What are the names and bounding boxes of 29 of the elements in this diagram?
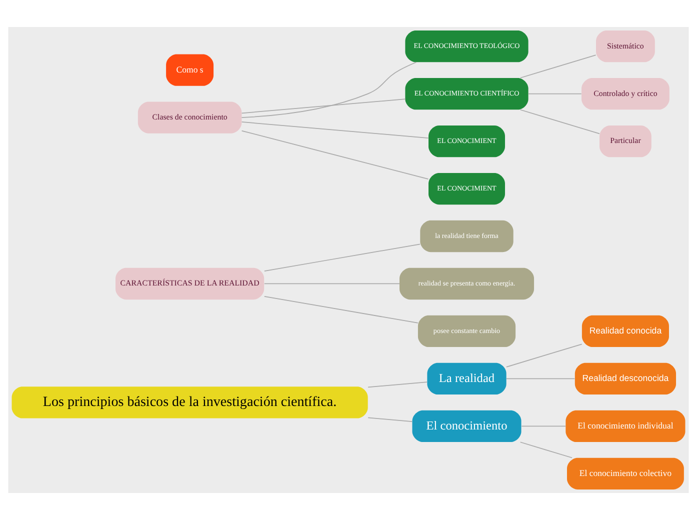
connector (241, 122, 429, 138)
node-box: La realidad (427, 362, 506, 395)
node-box: Particular (600, 125, 652, 158)
node-box: CARACTERÍSTICAS DE LA REALIDAD (116, 268, 264, 300)
connector (368, 417, 412, 422)
connector (521, 426, 566, 427)
node-box: El conocimiento (412, 410, 522, 442)
node-box: Los principios básicos de la investigación científica. (12, 386, 368, 418)
connector (241, 130, 429, 180)
node-box: Clases de conocimiento (138, 102, 242, 134)
connector (264, 283, 400, 284)
connector (520, 442, 572, 458)
node-box: Realidad desconocida (574, 362, 676, 395)
node-box: Como s (166, 54, 214, 86)
connector (506, 378, 576, 380)
connector (520, 54, 596, 78)
connector (506, 344, 582, 368)
connector (528, 93, 582, 94)
connector (520, 109, 600, 134)
connector (264, 296, 418, 324)
node-box: El conocimiento colectivo (567, 458, 684, 490)
node-box: El conocimiento individual (566, 410, 686, 442)
connector (241, 62, 417, 118)
connector (368, 382, 428, 388)
connector (264, 244, 420, 272)
connector (241, 98, 406, 114)
node-box: Realidad conocida (582, 315, 669, 348)
node-box: Sistemático (596, 30, 655, 62)
node-box: Controlado y crítico (582, 78, 670, 110)
